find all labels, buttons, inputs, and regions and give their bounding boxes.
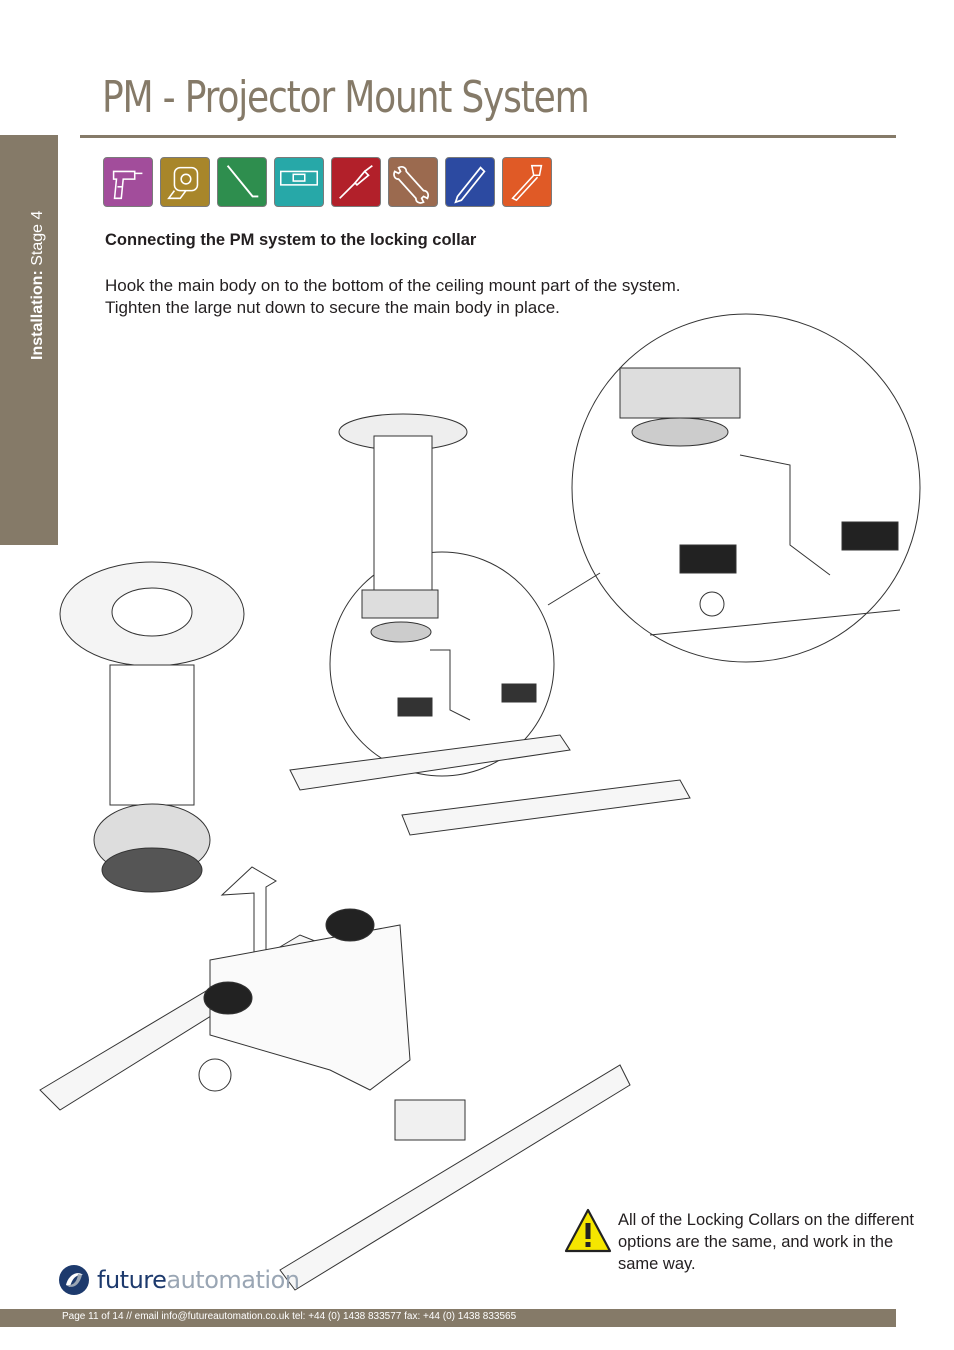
logo-future: future	[97, 1266, 167, 1294]
footer-contact-text: Page 11 of 14 // email info@futureautoma…	[62, 1311, 517, 1322]
warning-icon	[564, 1208, 612, 1253]
allen-key-icon	[217, 157, 267, 207]
saw-icon	[502, 157, 552, 207]
logo-text: futureautomation	[97, 1266, 300, 1294]
logo-automation: automation	[166, 1266, 300, 1294]
spirit-level-icon	[274, 157, 324, 207]
page-title: PM - Projector Mount System	[102, 72, 590, 123]
instruction-line-1: Hook the main body on to the bottom of t…	[105, 276, 681, 295]
pencil-icon	[445, 157, 495, 207]
instruction-line-2: Tighten the large nut down to secure the…	[105, 298, 560, 317]
drill-icon	[103, 157, 153, 207]
logo-swirl-icon	[59, 1265, 89, 1295]
company-logo: futureautomation	[57, 1263, 300, 1297]
side-tab	[0, 135, 58, 545]
screwdriver-icon	[331, 157, 381, 207]
warning-text: All of the Locking Collars on the differ…	[618, 1211, 914, 1273]
instruction-text: Hook the main body on to the bottom of t…	[105, 275, 805, 319]
title-divider	[80, 135, 896, 138]
tape-measure-icon	[160, 157, 210, 207]
footer-bar	[0, 1309, 896, 1327]
zoom-detail-large	[571, 313, 921, 663]
spanner-icon	[388, 157, 438, 207]
stage-label-normal: Stage 4	[29, 210, 46, 271]
section-heading: Connecting the PM system to the locking …	[105, 231, 477, 249]
projector-mount-illustration	[39, 313, 921, 1291]
tool-icons-row	[103, 157, 552, 207]
